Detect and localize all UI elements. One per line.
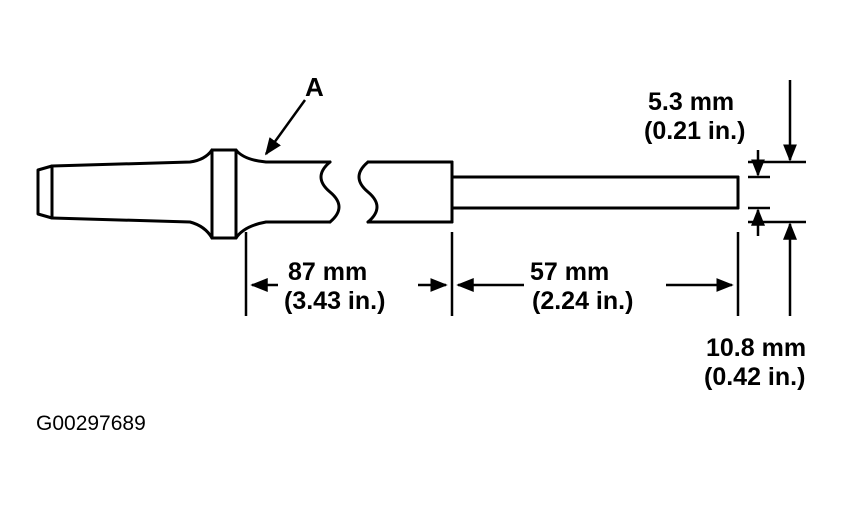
dim-5-3-metric: 5.3 mm	[648, 88, 734, 116]
figure-id: G00297689	[36, 412, 146, 435]
dim-10-8-metric: 10.8 mm	[706, 334, 806, 362]
dimension-87mm: 87 mm (3.43 in.)	[250, 258, 448, 315]
callout-a: A	[264, 72, 324, 156]
dim-57-imperial: (2.24 in.)	[532, 287, 633, 315]
dim-10-8-imperial: (0.42 in.)	[704, 363, 805, 391]
dimension-10-8mm: 10.8 mm (0.42 in.)	[704, 80, 806, 391]
dim-87-metric: 87 mm	[288, 258, 367, 286]
dim-57-metric: 57 mm	[530, 258, 609, 286]
dim-5-3-imperial: (0.21 in.)	[644, 117, 745, 145]
dim-87-imperial: (3.43 in.)	[284, 287, 385, 315]
callout-a-label: A	[305, 72, 324, 102]
tool-left-section	[36, 148, 341, 240]
tool-right-section	[357, 160, 740, 224]
dimension-5-3mm: 5.3 mm (0.21 in.)	[644, 88, 765, 236]
dimension-57mm: 57 mm (2.24 in.)	[456, 258, 734, 315]
